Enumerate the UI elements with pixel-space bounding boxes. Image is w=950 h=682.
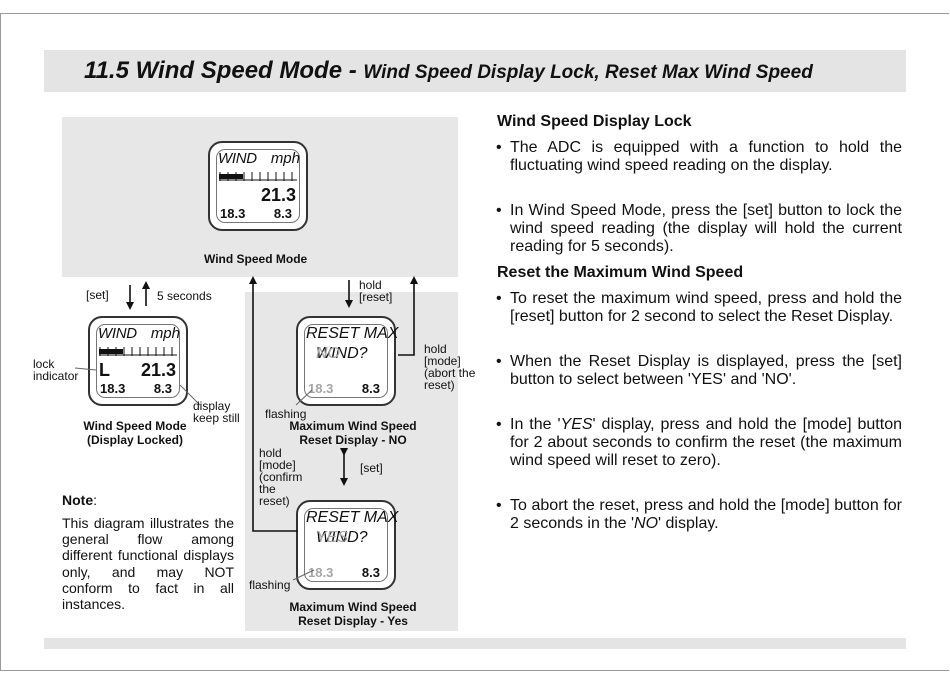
title-band bbox=[44, 50, 906, 92]
caption-line2: (Display Locked) bbox=[86, 433, 184, 447]
lcd-sub-right: 8.3 bbox=[273, 206, 292, 221]
title-subtitle: Wind Speed Display Lock, Reset Max Wind … bbox=[363, 62, 813, 83]
heading-reset-max: Reset the Maximum Wind Speed bbox=[497, 264, 744, 281]
label-5-seconds: 5 seconds bbox=[157, 289, 212, 303]
bullet-reset-yes: In the 'YES' display, press and hold the… bbox=[496, 416, 902, 470]
label-line: the bbox=[259, 482, 276, 496]
caption-wind-speed-mode: Wind Speed Mode bbox=[204, 252, 308, 266]
bullet-option-no: NO bbox=[634, 515, 659, 532]
lcd-sub-left: 18.3 bbox=[308, 565, 334, 580]
label-line: reset) bbox=[424, 378, 455, 392]
lcd-reset-yes: RESET MAX WIND? YES 18.3 8.3 bbox=[296, 500, 399, 590]
speed-bar-icon bbox=[219, 172, 297, 181]
caption-line1: Wind Speed Mode bbox=[83, 419, 187, 433]
note-body: This diagram illustrates the general flo… bbox=[62, 515, 234, 613]
lcd-sub-right: 8.3 bbox=[361, 381, 380, 396]
bullet-text: In the ' bbox=[510, 416, 561, 433]
label-display-keep-still: display keep still bbox=[193, 400, 240, 424]
bullet-text: ' display, press and hold the [mode] but… bbox=[510, 416, 902, 469]
note-heading-text: Note bbox=[62, 492, 94, 508]
lcd-wind-speed-mode: WIND mph 21.3 18.3 8.3 bbox=[208, 141, 308, 231]
lcd-wind-label: WIND bbox=[218, 150, 257, 167]
label-lock-indicator: lock indicator bbox=[33, 358, 78, 382]
title-main: 11.5 Wind Speed Mode - bbox=[84, 57, 364, 84]
bullet-reset-1: To reset the maximum wind speed, press a… bbox=[496, 290, 902, 326]
wind-question-text: WIND? bbox=[316, 345, 368, 362]
lcd-display-locked: WIND mph L 21.3 18.3 8.3 bbox=[88, 316, 188, 406]
wind-question-text: WIND? bbox=[316, 529, 368, 546]
label-line: [reset] bbox=[359, 290, 393, 304]
label-line: display bbox=[193, 399, 231, 413]
lcd-sub-left: 18.3 bbox=[220, 206, 246, 221]
label-hold-reset: hold [reset] bbox=[359, 279, 392, 303]
label-flashing-no: flashing bbox=[265, 407, 307, 421]
lcd-main-value: 21.3 bbox=[140, 360, 176, 380]
label-set-between: [set] bbox=[360, 461, 383, 475]
page-title: 11.5 Wind Speed Mode - Wind Speed Displa… bbox=[84, 57, 813, 85]
bullet-lock-1: The ADC is equipped with a function to h… bbox=[496, 139, 902, 175]
caption-line1: Maximum Wind Speed bbox=[289, 600, 417, 614]
label-line: hold bbox=[359, 278, 382, 292]
label-hold-mode-confirm: hold [mode] (confirm the reset) bbox=[259, 447, 302, 507]
lcd-lock-indicator: L bbox=[99, 360, 110, 380]
caption-line1: Maximum Wind Speed bbox=[289, 419, 417, 433]
lcd-sub-left: 18.3 bbox=[100, 381, 126, 396]
label-line: indicator bbox=[33, 369, 79, 383]
bullet-lock-2: In Wind Speed Mode, press the [set] butt… bbox=[496, 202, 902, 256]
speed-bar-icon bbox=[99, 347, 177, 356]
label-line: keep still bbox=[193, 411, 240, 425]
reset-option-no: NO bbox=[316, 345, 340, 362]
label-line: hold bbox=[424, 342, 447, 356]
label-line: reset) bbox=[259, 494, 290, 508]
label-line: (abort the bbox=[424, 366, 476, 380]
bullet-option-yes: YES bbox=[560, 416, 593, 433]
page-frame bbox=[0, 13, 949, 671]
bullet-reset-2: When the Reset Display is displayed, pre… bbox=[496, 353, 902, 389]
caption-reset-no: Maximum Wind Speed Reset Display - NO bbox=[286, 419, 420, 447]
lcd-sub-left: 18.3 bbox=[308, 381, 334, 396]
lcd-sub-right: 8.3 bbox=[361, 565, 380, 580]
label-line: hold bbox=[259, 446, 282, 460]
bullet-text: ' display. bbox=[658, 515, 719, 532]
lcd-main-value: 21.3 bbox=[260, 185, 296, 205]
label-flashing-yes: flashing bbox=[249, 578, 291, 592]
label-hold-mode-abort: hold [mode] (abort the reset) bbox=[424, 343, 475, 391]
lcd-unit-label: mph bbox=[150, 325, 180, 342]
label-line: [mode] bbox=[259, 458, 296, 472]
label-line: [mode] bbox=[424, 354, 461, 368]
footer-band bbox=[44, 638, 906, 649]
label-set: [set] bbox=[86, 288, 109, 302]
note-heading: Note: bbox=[62, 492, 97, 508]
note-colon: : bbox=[93, 492, 98, 508]
lcd-sub-right: 8.3 bbox=[153, 381, 172, 396]
bullet-abort: To abort the reset, press and hold the [… bbox=[496, 497, 902, 533]
lcd-reset-max-label: RESET MAX bbox=[306, 509, 399, 526]
label-line: lock bbox=[33, 357, 55, 371]
heading-display-lock: Wind Speed Display Lock bbox=[497, 113, 692, 130]
lcd-reset-max-label: RESET MAX bbox=[306, 325, 399, 342]
label-line: (confirm bbox=[259, 470, 303, 484]
bullet-text: To abort the reset, press and hold the [… bbox=[510, 497, 902, 532]
caption-reset-yes: Maximum Wind Speed Reset Display - Yes bbox=[286, 600, 420, 628]
caption-display-locked: Wind Speed Mode (Display Locked) bbox=[80, 419, 190, 447]
caption-line2: Reset Display - Yes bbox=[298, 614, 408, 628]
lcd-wind-label: WIND bbox=[98, 325, 137, 342]
caption-line2: Reset Display - NO bbox=[299, 433, 407, 447]
lcd-reset-no: RESET MAX WIND? NO 18.3 8.3 bbox=[296, 316, 399, 406]
reset-option-yes: YES bbox=[316, 529, 349, 546]
lcd-unit-label: mph bbox=[270, 150, 300, 167]
